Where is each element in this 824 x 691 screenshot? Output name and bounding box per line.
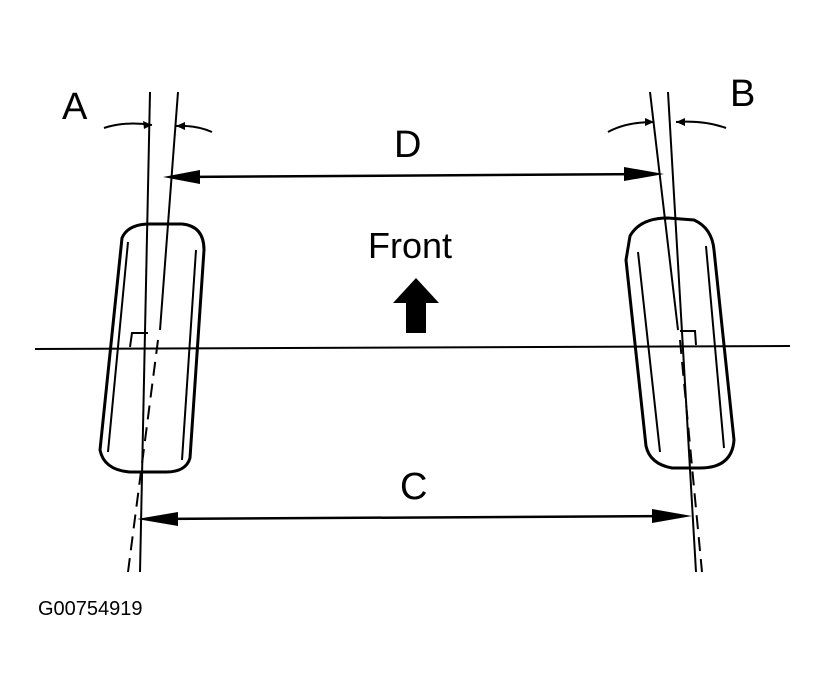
left-tire-tread-inner — [107, 241, 129, 453]
right-tire-tread-inner — [637, 251, 661, 453]
label-d: D — [394, 124, 421, 166]
right-tire-outline — [624, 216, 736, 470]
right-tire-tread-outer — [705, 245, 725, 449]
label-c: C — [400, 466, 427, 508]
figure-code: G00754919 — [38, 598, 143, 620]
axle-centerline — [34, 345, 791, 350]
angle-a-arc — [103, 121, 213, 133]
dimension-c — [137, 509, 692, 526]
left-tilt-line — [159, 91, 179, 331]
right-wheel — [624, 216, 736, 470]
left-tilt-line-dashed — [127, 339, 159, 573]
label-front: Front — [368, 225, 452, 266]
right-tilt-line-dashed — [679, 339, 703, 573]
left-tire-outline — [98, 222, 206, 474]
left-right-angle-mark — [129, 332, 148, 348]
right-right-angle-mark — [680, 330, 697, 346]
label-a: A — [62, 86, 88, 128]
angle-b-arc — [607, 118, 727, 133]
dimension-d — [163, 167, 664, 184]
label-b: B — [730, 73, 755, 115]
left-wheel — [98, 222, 206, 474]
left-tire-tread-outer — [181, 249, 197, 461]
right-tilt-line — [649, 91, 679, 331]
front-arrow-icon — [393, 278, 439, 333]
